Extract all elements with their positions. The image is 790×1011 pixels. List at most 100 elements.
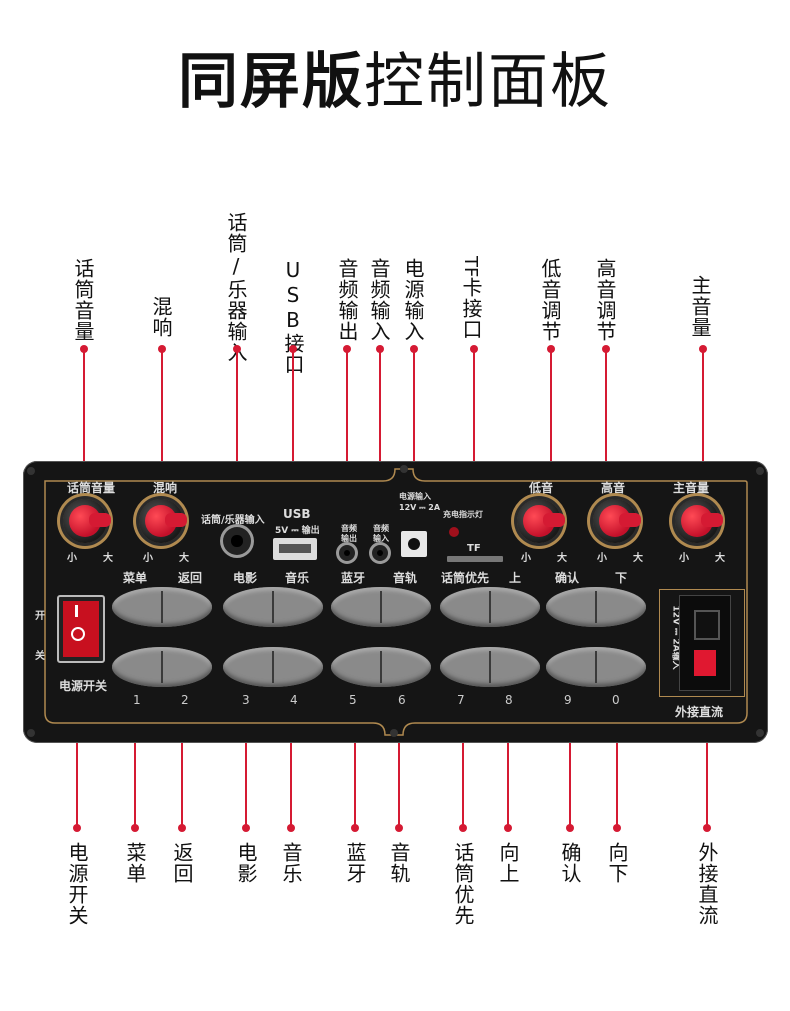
btn-label-up: 上 (509, 571, 522, 585)
mic-volume-knob[interactable] (63, 499, 111, 543)
panel-gold-border (27, 465, 764, 737)
label-up: 向上 (496, 842, 520, 884)
knob-max-master: 大 (715, 553, 725, 564)
label-menu: 菜单 (123, 842, 147, 884)
power-spec-label: 12V ⎓ 2A (399, 503, 441, 512)
dc-terminal-frame (659, 589, 745, 697)
bluetooth-track-button[interactable] (331, 587, 431, 627)
knob-label-treble: 高音 (601, 481, 626, 495)
label-audio-output: 音频输出 (335, 258, 359, 342)
btn-num-8: 8 (505, 693, 513, 707)
menu-back-button[interactable] (112, 587, 212, 627)
btn-num-6: 6 (398, 693, 406, 707)
num-5-6-button[interactable] (331, 647, 431, 687)
num-7-8-button[interactable] (440, 647, 540, 687)
master-volume-knob[interactable] (675, 499, 723, 543)
btn-label-bluetooth: 蓝牙 (341, 571, 366, 585)
label-audio-input: 音频输入 (367, 258, 391, 342)
label-down: 向下 (605, 842, 629, 884)
audio-in-label-1: 音频 (373, 524, 389, 533)
tf-card-slot[interactable] (447, 556, 503, 562)
label-mic-priority: 话筒优先 (451, 842, 475, 926)
knob-min-master: 小 (679, 553, 689, 564)
bass-knob[interactable] (517, 499, 565, 543)
audio-input-jack[interactable] (372, 545, 388, 561)
btn-num-9: 9 (564, 693, 572, 707)
label-movie: 电影 (234, 842, 258, 884)
audio-out-label-1: 音频 (341, 524, 357, 533)
usb-label: USB (283, 507, 311, 521)
num-3-4-button[interactable] (223, 647, 323, 687)
audio-in-label-2: 输入 (373, 534, 389, 543)
btn-label-down: 下 (615, 571, 628, 585)
treble-knob[interactable] (593, 499, 641, 543)
label-mic-volume: 话筒音量 (71, 258, 95, 342)
power-in-label: 电源输入 (399, 492, 431, 501)
label-tf-card-prefix: TF (460, 256, 481, 278)
btn-num-5: 5 (349, 693, 357, 707)
dc-power-jack[interactable] (401, 531, 427, 557)
label-back: 返回 (170, 842, 194, 884)
movie-music-button[interactable] (223, 587, 323, 627)
confirm-down-button[interactable] (546, 587, 646, 627)
usb-port[interactable] (273, 538, 317, 560)
tf-slot-label: TF (467, 543, 481, 554)
charge-indicator-led (449, 527, 459, 537)
btn-label-back: 返回 (178, 571, 203, 585)
btn-num-7: 7 (457, 693, 465, 707)
label-mic-instrument-input: 话筒/乐器输入 (224, 212, 248, 363)
btn-label-menu: 菜单 (123, 571, 148, 585)
switch-off-label: 关 (35, 651, 45, 662)
label-tf-card: TF 卡接口 (459, 256, 487, 341)
label-confirm: 确认 (558, 842, 582, 884)
control-panel: 话筒音量 小 大 混响 小 大 低音 小 大 高音 小 大 主音量 小 大 话筒… (23, 461, 768, 743)
btn-label-mic-priority: 话筒优先 (441, 571, 490, 585)
knob-label-echo: 混响 (153, 481, 178, 495)
label-power-input: 电源输入 (401, 258, 425, 342)
btn-label-music: 音乐 (285, 571, 310, 585)
knob-label-mic: 话筒音量 (67, 481, 116, 495)
dc-panel-label: 外接直流 (675, 705, 724, 719)
label-bass: 低音调节 (538, 258, 562, 342)
knob-label-bass: 低音 (529, 481, 554, 495)
btn-num-3: 3 (242, 693, 250, 707)
label-tf-card-rest: 卡接口 (459, 277, 483, 341)
btn-label-confirm: 确认 (555, 571, 580, 585)
knob-min-treble: 小 (597, 553, 607, 564)
btn-label-track: 音轨 (393, 571, 418, 585)
knob-max-echo: 大 (179, 553, 189, 564)
btn-num-1: 1 (133, 693, 141, 707)
title-bold: 同屏版 (178, 47, 364, 117)
audio-output-jack[interactable] (339, 545, 355, 561)
audio-out-label-2: 输出 (341, 534, 357, 543)
label-track: 音轨 (387, 842, 411, 884)
knob-min-bass: 小 (521, 553, 531, 564)
knob-min-mic: 小 (67, 553, 77, 564)
switch-on-label: 开 (35, 611, 45, 622)
knob-min-echo: 小 (143, 553, 153, 564)
knob-label-master: 主音量 (673, 481, 710, 495)
btn-num-0: 0 (612, 693, 620, 707)
num-9-0-button[interactable] (546, 647, 646, 687)
charge-led-label: 充电指示灯 (443, 510, 483, 519)
knob-max-treble: 大 (633, 553, 643, 564)
btn-label-movie: 电影 (233, 571, 258, 585)
label-power-switch: 电源开关 (65, 842, 89, 926)
usb-output-label: 5V ⎓ 输出 (275, 526, 320, 536)
knob-max-mic: 大 (103, 553, 113, 564)
mic-priority-up-button[interactable] (440, 587, 540, 627)
power-switch[interactable] (57, 595, 105, 663)
knob-max-bass: 大 (557, 553, 567, 564)
dc-terminal[interactable] (679, 595, 731, 691)
label-bluetooth: 蓝牙 (343, 842, 367, 884)
title-light: 控制面板 (364, 47, 612, 117)
mic-input-jack[interactable] (223, 527, 251, 555)
mic-input-label: 话筒/乐器输入 (201, 515, 265, 526)
label-music: 音乐 (279, 842, 303, 884)
page-title: 同屏版控制面板 (0, 52, 790, 112)
label-echo: 混响 (149, 296, 173, 338)
btn-num-2: 2 (181, 693, 189, 707)
num-1-2-button[interactable] (112, 647, 212, 687)
power-switch-panel-label: 电源开关 (59, 679, 108, 693)
echo-knob[interactable] (139, 499, 187, 543)
